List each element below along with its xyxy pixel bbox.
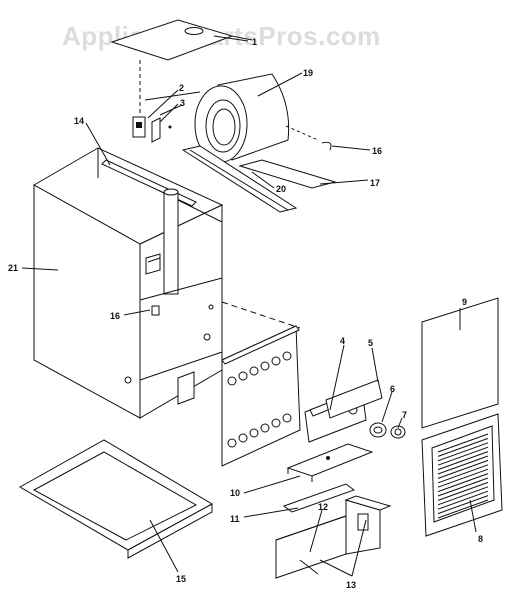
callout-15: 15 [176, 574, 186, 584]
part-return-grille [421, 413, 503, 537]
callout-10: 10 [230, 488, 240, 498]
grille-slot [437, 477, 489, 497]
callout-16-cabinet: 16 [110, 311, 120, 321]
callout-9: 9 [462, 297, 467, 307]
leader-lines [21, 35, 477, 577]
part-filter-panel [421, 297, 499, 429]
part-gasket [325, 379, 383, 419]
callout-6: 6 [390, 384, 395, 394]
callout-11: 11 [230, 514, 240, 524]
callout-19: 19 [303, 68, 313, 78]
grille-slot [437, 451, 489, 471]
callout-13: 13 [346, 580, 356, 590]
grille-slot [437, 442, 489, 462]
part-blower-rail [181, 145, 298, 213]
grille-slot [437, 486, 489, 506]
grille-slot [437, 464, 489, 484]
grille-slot [437, 468, 489, 488]
callout-8: 8 [478, 534, 483, 544]
part-front-panel [221, 301, 301, 467]
part-blower-bracket [238, 159, 337, 189]
grille-slot [437, 499, 489, 519]
part-cabinet [32, 147, 224, 419]
callout-16-top: 16 [372, 146, 382, 156]
part-hook [285, 125, 332, 151]
part-bracket [132, 60, 201, 138]
part-shelf [286, 443, 374, 482]
grille-slot [437, 495, 489, 515]
callout-1: 1 [252, 37, 257, 47]
callout-4: 4 [340, 336, 345, 346]
grille-slot [437, 459, 489, 479]
grille-slot [437, 473, 489, 493]
part-base-pan [18, 439, 214, 559]
part-shelf-bracket [282, 483, 356, 513]
grille-slot [437, 455, 489, 475]
callout-21: 21 [8, 263, 18, 273]
part-top-plate [110, 19, 253, 61]
part-clip [151, 104, 183, 143]
callout-14: 14 [74, 116, 84, 126]
callout-2: 2 [179, 83, 184, 93]
callout-5: 5 [368, 338, 373, 348]
callout-3: 3 [180, 98, 185, 108]
callout-20: 20 [276, 184, 286, 194]
grille-slot [437, 481, 489, 501]
callout-12: 12 [318, 502, 328, 512]
grille-slot [437, 433, 489, 453]
grille-slot [437, 437, 489, 457]
callout-7: 7 [402, 410, 407, 420]
part-burner-box [275, 495, 392, 579]
grille-slot [437, 446, 489, 466]
grille-slot [437, 490, 489, 510]
callout-17: 17 [370, 178, 380, 188]
part-ring [369, 422, 387, 438]
part-grommet [390, 425, 406, 439]
